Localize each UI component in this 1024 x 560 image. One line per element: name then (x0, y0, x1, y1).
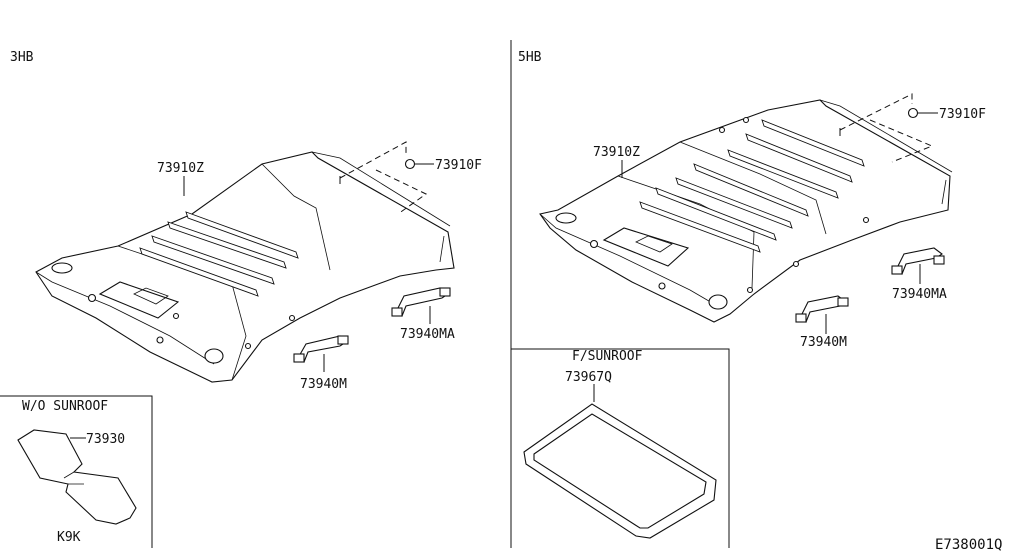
part-73940ma-5hb: 73940MA (892, 287, 947, 302)
wo-sunroof-box (0, 395, 153, 548)
sunroof-cover-pad (17, 429, 137, 525)
assist-grip-ma-3hb (391, 287, 451, 317)
section-label-3hb: 3HB (10, 50, 34, 65)
assist-grip-ma-5hb (891, 247, 945, 275)
figure-id: E738001Q (935, 537, 1002, 553)
part-73910f-3hb: 73910F (435, 158, 482, 173)
sunroof-opening-3hb (339, 141, 427, 215)
part-73910z-5hb: 73910Z (593, 145, 640, 160)
wo-sunroof-title: W/O SUNROOF (22, 399, 108, 414)
headlining-5hb (539, 99, 953, 323)
sunroof-box (511, 348, 730, 548)
sunroof-title: F/SUNROOF (572, 349, 643, 364)
clip-5hb (907, 107, 938, 119)
part-73910f-5hb: 73910F (939, 107, 986, 122)
engine-code-k9k: K9K (57, 530, 81, 545)
part-73940m-5hb: 73940M (800, 335, 847, 350)
assist-grip-m-5hb (795, 295, 849, 323)
part-73910z-3hb: 73910Z (157, 161, 204, 176)
assist-grip-m-3hb (293, 335, 349, 363)
part-73940ma-3hb: 73940MA (400, 327, 455, 342)
section-label-5hb: 5HB (518, 50, 542, 65)
sunroof-opening-5hb (839, 93, 934, 163)
sunroof-seal (523, 403, 717, 539)
headlining-3hb (35, 151, 455, 383)
part-73940m-3hb: 73940M (300, 377, 347, 392)
clip-3hb (404, 158, 434, 170)
part-73930: 73930 (86, 432, 125, 447)
part-73967q: 73967Q (565, 370, 612, 385)
